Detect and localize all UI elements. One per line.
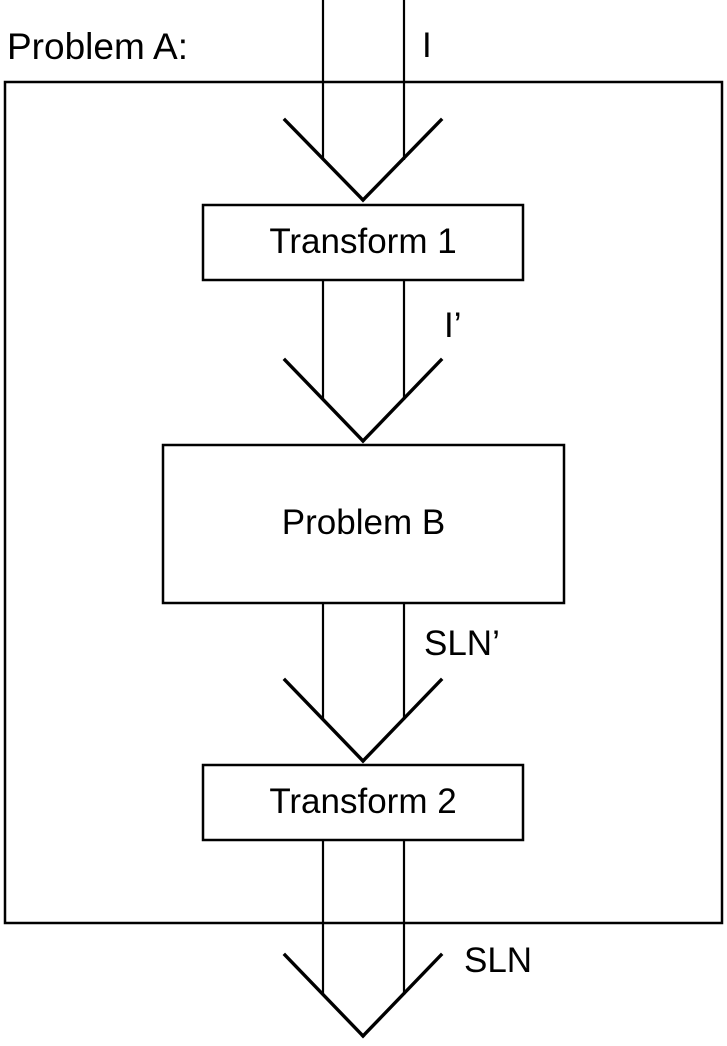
transform-2-box bbox=[201, 763, 525, 842]
edge-label-input-prime: I’ bbox=[444, 306, 462, 345]
problem-b-box bbox=[161, 443, 566, 605]
problem-b-label: Problem B bbox=[281, 503, 446, 542]
transform-1-label: Transform 1 bbox=[269, 222, 457, 261]
arrow-transform2-to-solution bbox=[282, 840, 444, 1039]
problem-a-container-rect bbox=[3, 80, 724, 925]
arrow-transform1-to-problemb bbox=[282, 280, 444, 444]
problem-a-title: Problem A: bbox=[7, 26, 188, 67]
arrow-problemb-to-transform2 bbox=[282, 603, 444, 764]
edge-label-solution-prime: SLN’ bbox=[424, 624, 500, 663]
edge-label-solution: SLN bbox=[464, 941, 533, 980]
arrow-input-to-transform1 bbox=[282, 0, 444, 203]
transform-2-label: Transform 2 bbox=[269, 782, 457, 821]
edge-label-input: I bbox=[422, 26, 432, 65]
transform-1-box bbox=[201, 203, 525, 282]
